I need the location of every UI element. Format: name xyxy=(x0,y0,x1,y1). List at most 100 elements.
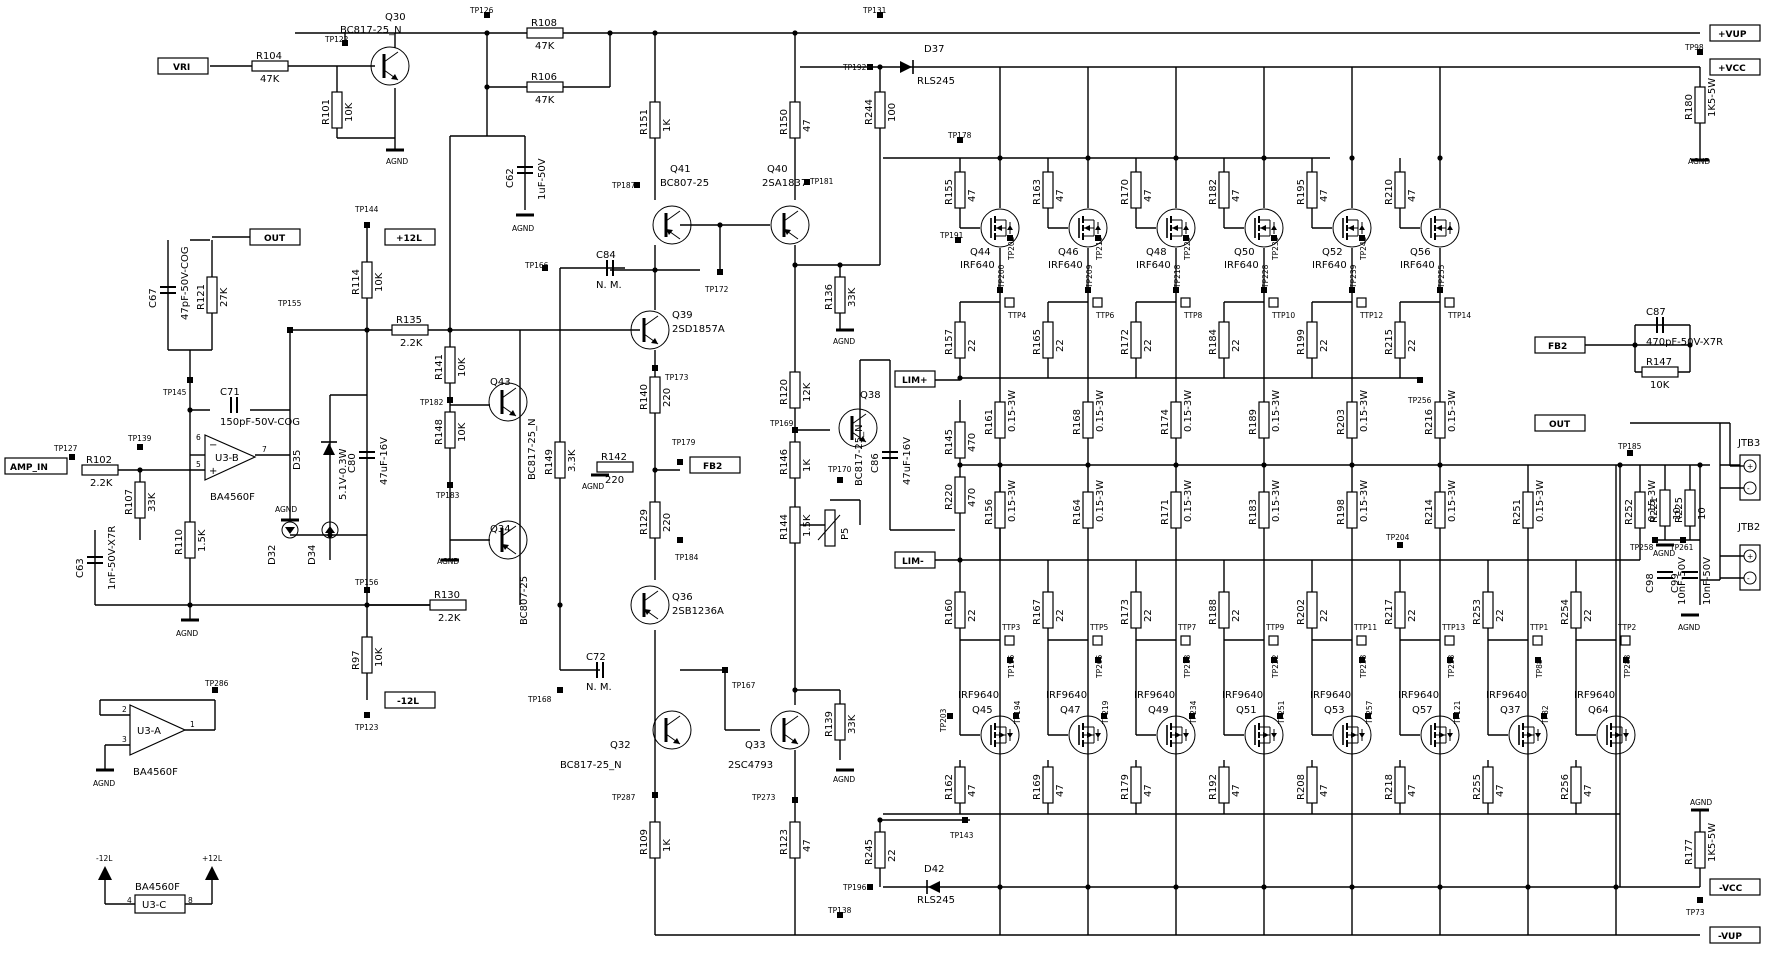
fet-q52-part: IRF640 xyxy=(1312,260,1347,271)
tp-tp258: TP258 xyxy=(1629,543,1654,552)
u3b-pin5: 5 xyxy=(196,460,201,469)
cap-c67-value: 47pF-50V-COG xyxy=(180,246,191,320)
cap-c71-value: 150pF-50V-COG xyxy=(220,417,300,428)
tp-tp183: TP183 xyxy=(435,491,460,500)
transistor-q38: Q38 xyxy=(860,390,881,401)
u3c-pin8: 8 xyxy=(188,896,193,905)
res-r215-ref: R215 xyxy=(1384,329,1395,355)
res-r203-value: 0.15-3W xyxy=(1359,390,1370,432)
u3a-part: BA4560F xyxy=(133,767,178,778)
tp-tp220: TP220 xyxy=(1183,236,1192,261)
res-r141-value: 10K xyxy=(457,357,468,377)
tp-tp184: TP184 xyxy=(674,553,699,562)
agnd-7: AGND xyxy=(176,629,198,638)
res-r177-ref: R177 xyxy=(1684,839,1695,865)
cap-c99-ref: C99 xyxy=(1670,573,1681,593)
cap-c72-ref: C72 xyxy=(586,652,606,663)
tp-tp213: TP213 xyxy=(1183,654,1192,679)
res-r129-ref: R129 xyxy=(639,509,650,535)
res-r148-ref: R148 xyxy=(434,419,445,445)
res-r254-value: 22 xyxy=(1583,609,1594,622)
res-r182-value: 47 xyxy=(1231,189,1242,202)
terminal-minus-2: - xyxy=(1747,574,1750,583)
res-r179-value: 47 xyxy=(1143,784,1154,797)
tp-tp191: TP191 xyxy=(939,231,964,240)
transistor-q36: Q36 xyxy=(672,592,693,603)
res-r256-ref: R256 xyxy=(1560,774,1571,800)
tp-tp182: TP182 xyxy=(419,398,444,407)
res-r147-value: 10K xyxy=(1650,380,1670,391)
tp-tp121: TP121 xyxy=(1453,700,1462,725)
res-r161-value: 0.15-3W xyxy=(1007,390,1018,432)
transistor-q41-part: BC807-25 xyxy=(660,178,709,189)
jtb3-label: JTB3 xyxy=(1737,438,1760,449)
res-r168-ref: R168 xyxy=(1072,409,1083,435)
transistor-q43-part: BC817-25_N xyxy=(527,418,538,480)
port-p12l: +12L xyxy=(396,234,422,244)
res-r167-ref: R167 xyxy=(1032,599,1043,625)
rails xyxy=(295,32,1710,936)
supply-p12l: +12L xyxy=(202,854,223,863)
res-r160-value: 22 xyxy=(967,609,978,622)
res-r108-value: 47K xyxy=(535,41,555,52)
ttp-ttp8: TTP8 xyxy=(1183,311,1203,320)
res-r97-value: 10K xyxy=(374,647,385,667)
res-r208-ref: R208 xyxy=(1296,774,1307,800)
res-r195-ref: R195 xyxy=(1296,179,1307,205)
res-r136-value: 33K xyxy=(847,287,858,307)
res-r215-value: 22 xyxy=(1407,339,1418,352)
transistor-q39-part: 2SD1857A xyxy=(672,324,725,335)
cap-c84-value: N. M. xyxy=(596,280,622,291)
res-r184-ref: R184 xyxy=(1208,329,1219,355)
tp-tp172: TP172 xyxy=(704,285,729,294)
res-r203-ref: R203 xyxy=(1336,409,1347,435)
res-r156-value: 0.15-3W xyxy=(1007,480,1018,522)
port-lim-minus: LIM- xyxy=(902,557,924,567)
cap-c63-value: 1nF-50V-X7R xyxy=(107,526,118,590)
fet-q50-part: IRF640 xyxy=(1224,260,1259,271)
res-r199-ref: R199 xyxy=(1296,329,1307,355)
right-side: + - + - JTB3 JTB2 xyxy=(1585,67,1761,887)
cap-c71-ref: C71 xyxy=(220,387,240,398)
tp-tp73: TP73 xyxy=(1685,908,1705,917)
port-vup-plus: +VUP xyxy=(1718,30,1747,40)
res-r182-ref: R182 xyxy=(1208,179,1219,205)
transistor-q34-part: BC807-25 xyxy=(519,576,530,625)
transistor-q38-part: BC817-25_N xyxy=(854,424,865,486)
port-fb2-right: FB2 xyxy=(1548,342,1567,352)
ttp-ttp3: TTP3 xyxy=(1001,623,1021,632)
fet-q50: Q50 xyxy=(1234,247,1255,258)
res-r149-ref: R149 xyxy=(544,449,555,475)
tp-tp127: TP127 xyxy=(53,444,78,453)
fet-q48-part: IRF640 xyxy=(1136,260,1171,271)
res-r225-ref: R225 xyxy=(1674,497,1685,523)
port-vup-minus: -VUP xyxy=(1718,932,1742,942)
u3b-pin7: 7 xyxy=(262,445,267,454)
